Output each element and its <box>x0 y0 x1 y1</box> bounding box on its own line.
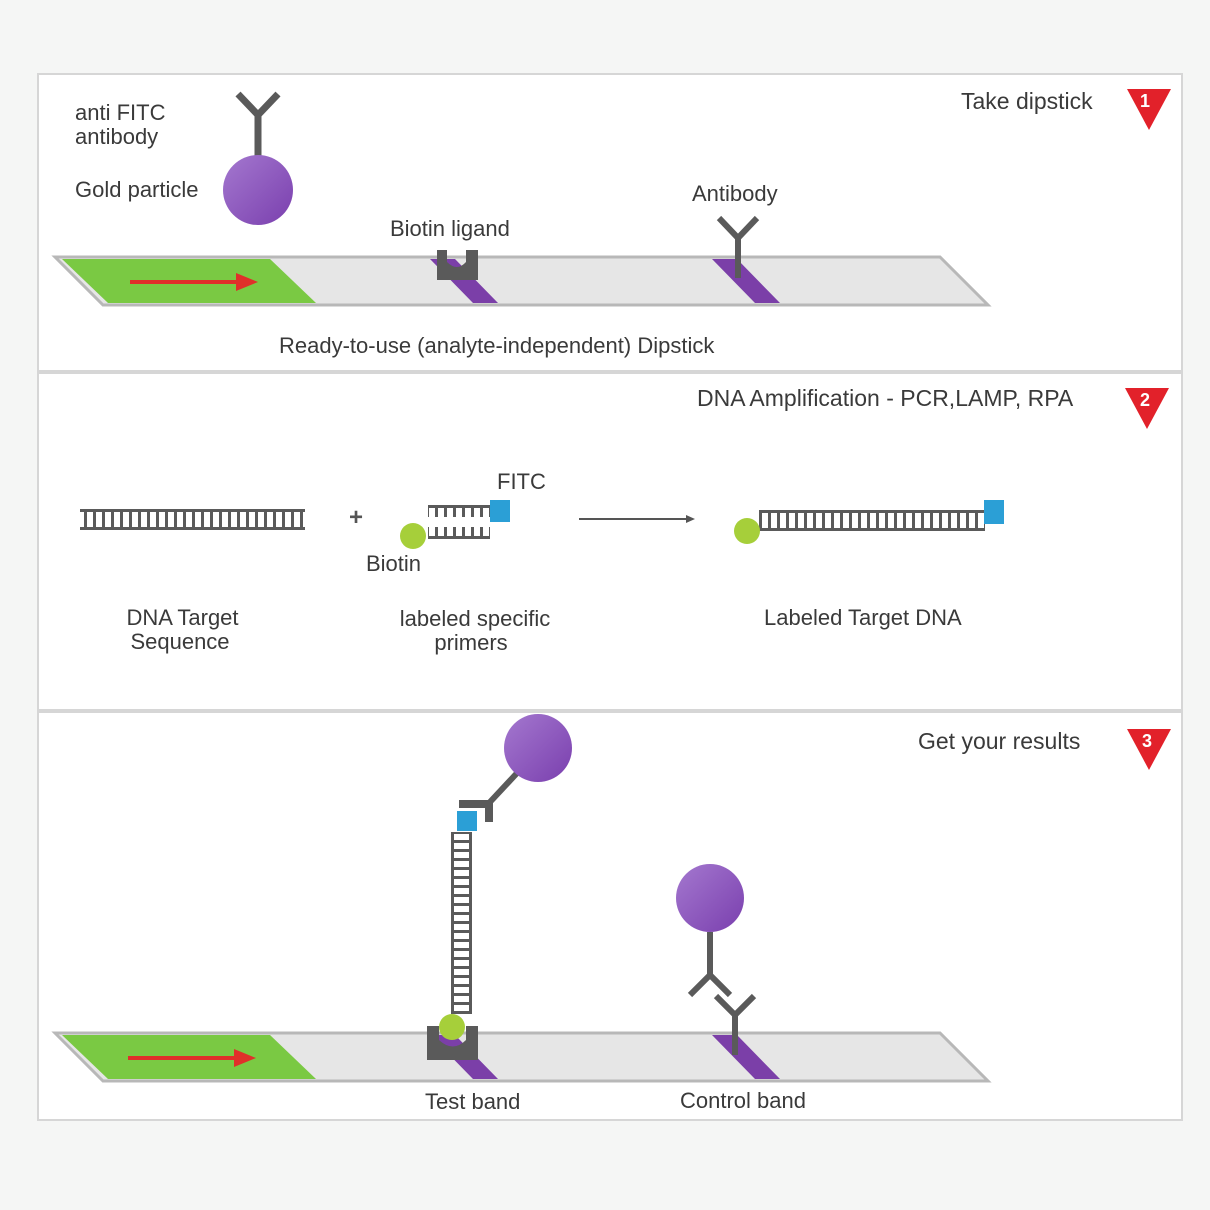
antibody-icon <box>459 769 521 822</box>
control-band-line <box>712 1035 780 1079</box>
step-title: DNA Amplification - PCR,LAMP, RPA <box>697 385 1074 411</box>
dna-target-label-line1: DNA Target <box>126 605 239 630</box>
capture-antibody-icon <box>713 993 757 1055</box>
step-marker-icon <box>1127 89 1171 130</box>
flow-arrow-icon <box>130 273 258 291</box>
gold-particle-icon <box>223 155 293 225</box>
step-marker-icon <box>1125 388 1169 429</box>
anti-fitc-label-line1: anti FITC <box>75 100 166 125</box>
test-band-label: Test band <box>425 1089 521 1114</box>
labeled-target-dna-icon <box>734 500 1004 544</box>
primers-label-line2: primers <box>434 630 508 655</box>
primer-ladder-icon <box>428 505 490 539</box>
antibody-icon <box>687 932 733 998</box>
step-marker-icon <box>1127 729 1171 770</box>
biotin-ligand-label: Biotin ligand <box>390 216 510 241</box>
step-title: Take dipstick <box>961 88 1093 114</box>
gold-particle-icon <box>504 714 572 782</box>
dna-ladder-icon <box>451 832 472 1014</box>
biotin-label: Biotin <box>366 551 422 576</box>
biotin-label-icon <box>400 523 426 549</box>
gold-particle-label: Gold particle <box>75 177 199 202</box>
fitc-label-icon <box>490 500 510 522</box>
gold-particle-icon <box>676 864 744 932</box>
control-band-label: Control band <box>680 1088 806 1113</box>
capture-antibody-icon <box>716 215 760 278</box>
step-number: 1 <box>1140 91 1151 111</box>
biotin-ligand-icon <box>427 1026 478 1060</box>
biotin-ligand-icon <box>437 250 478 280</box>
step-number: 2 <box>1140 390 1151 410</box>
step-title: Get your results <box>918 728 1081 754</box>
anti-fitc-label-line2: antibody <box>75 124 159 149</box>
dna-ladder-icon <box>80 509 305 530</box>
reaction-arrow-icon <box>579 515 695 523</box>
dna-target-label-line2: Sequence <box>130 629 230 654</box>
antibody-icon <box>235 91 281 158</box>
labeled-target-label: Labeled Target DNA <box>764 605 962 630</box>
primers-label-line1: labeled specific <box>399 606 551 631</box>
flow-arrow-icon <box>128 1049 256 1067</box>
fitc-label-icon <box>457 811 477 831</box>
biotin-label-icon <box>439 1014 465 1040</box>
plus-sign: + <box>349 504 364 531</box>
control-band-line <box>712 259 780 303</box>
step-number: 3 <box>1142 731 1153 751</box>
dipstick-caption: Ready-to-use (analyte-independent) Dipst… <box>279 333 715 358</box>
antibody-label: Antibody <box>692 181 778 206</box>
fitc-label: FITC <box>497 469 546 494</box>
